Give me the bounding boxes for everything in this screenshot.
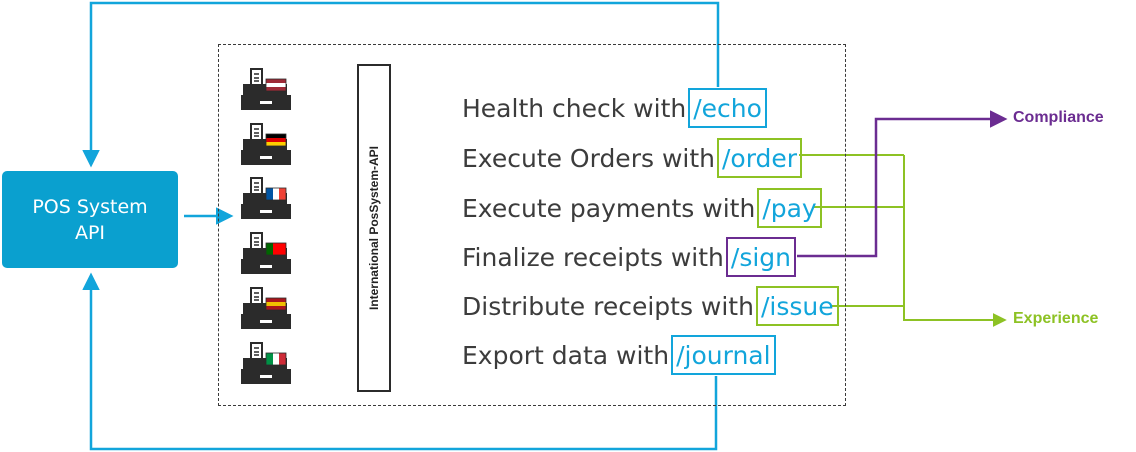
cash-register-latvia-icon	[240, 67, 292, 111]
international-api-container	[218, 44, 846, 406]
endpoint-pay-path: /pay	[757, 188, 822, 228]
cash-register-spain-icon	[240, 286, 292, 330]
endpoint-row: Health check with/echo	[462, 88, 767, 128]
compliance-arrow	[797, 110, 1008, 258]
experience-arrow	[903, 155, 1007, 327]
pos-system-api-box: POS System API	[2, 171, 178, 268]
endpoint-description: Export data with	[462, 340, 670, 370]
endpoint-description: Health check with	[462, 93, 687, 123]
endpoint-row: Export data with/journal	[462, 335, 776, 375]
endpoint-description: Execute payments with	[462, 193, 756, 223]
endpoint-description: Execute Orders with	[462, 143, 715, 173]
cash-register-italy-icon	[240, 341, 292, 385]
endpoint-order-path: /order	[716, 138, 803, 178]
pos-system-label-api: API	[74, 221, 106, 244]
compliance-label: Compliance	[1013, 109, 1104, 126]
echo-return-line	[82, 1, 720, 168]
endpoint-journal-path: /journal	[671, 335, 776, 375]
international-possystem-api-label: International PosSystem-API	[367, 145, 381, 311]
endpoint-sign-path: /sign	[725, 237, 796, 277]
endpoint-row: Execute payments with/pay	[462, 188, 822, 228]
experience-label: Experience	[1013, 310, 1099, 327]
pos-system-label: POS System	[32, 195, 148, 218]
endpoint-description: Distribute receipts with	[462, 291, 754, 321]
cash-register-france-icon	[240, 176, 292, 220]
cash-register-portugal-icon	[240, 231, 292, 275]
endpoint-issue-path: /issue	[755, 286, 839, 326]
endpoint-echo-path: /echo	[688, 88, 767, 128]
endpoint-description: Finalize receipts with	[462, 242, 724, 272]
endpoint-row: Execute Orders with/order	[462, 138, 803, 178]
endpoint-row: Finalize receipts with/sign	[462, 237, 796, 277]
cash-register-germany-icon	[240, 122, 292, 166]
journal-return-line	[82, 272, 718, 451]
endpoint-row: Distribute receipts with/issue	[462, 286, 839, 326]
international-possystem-api-bar: International PosSystem-API	[357, 64, 391, 392]
